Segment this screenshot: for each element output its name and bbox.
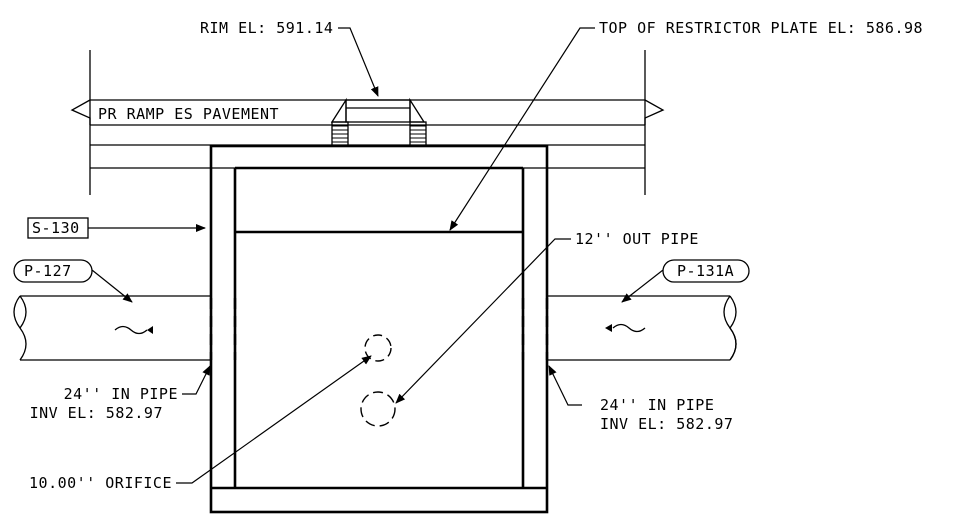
manhole-frame-casting: [330, 97, 427, 147]
out-pipe-circle: [360, 391, 396, 427]
leader-lines: [88, 27, 664, 484]
pavement-label: PR RAMP ES PAVEMENT: [98, 105, 279, 123]
rim-elevation-label: RIM EL: 591.14: [200, 19, 333, 37]
flow-symbol-right: [612, 323, 646, 333]
pipe-left-tag-box: [13, 259, 93, 283]
pipe-left-tag: P-127: [24, 262, 72, 280]
structure-box: [209, 144, 549, 514]
in-pipe-right-label: 24'' IN PIPE: [600, 396, 714, 414]
pipe-left: [13, 295, 237, 361]
pipe-right-tag-box: [662, 259, 750, 283]
pipe-right-tag: P-131A: [677, 262, 734, 280]
orifice-circle: [364, 334, 392, 362]
in-pipe-left-label: 24'' IN PIPE: [64, 385, 178, 403]
out-pipe-label: 12'' OUT PIPE: [575, 230, 699, 248]
flow-symbol-left: [114, 325, 148, 335]
in-pipe-right-invert: INV EL: 582.97: [600, 415, 733, 433]
in-pipe-left-invert: INV EL: 582.97: [30, 404, 163, 422]
orifice-label: 10.00'' ORIFICE: [29, 474, 172, 492]
structure-tag: S-130: [32, 219, 80, 237]
structure-tag-box: [27, 217, 89, 239]
pipe-right: [521, 295, 737, 361]
restrictor-plate-label: TOP OF RESTRICTOR PLATE EL: 586.98: [599, 19, 923, 37]
